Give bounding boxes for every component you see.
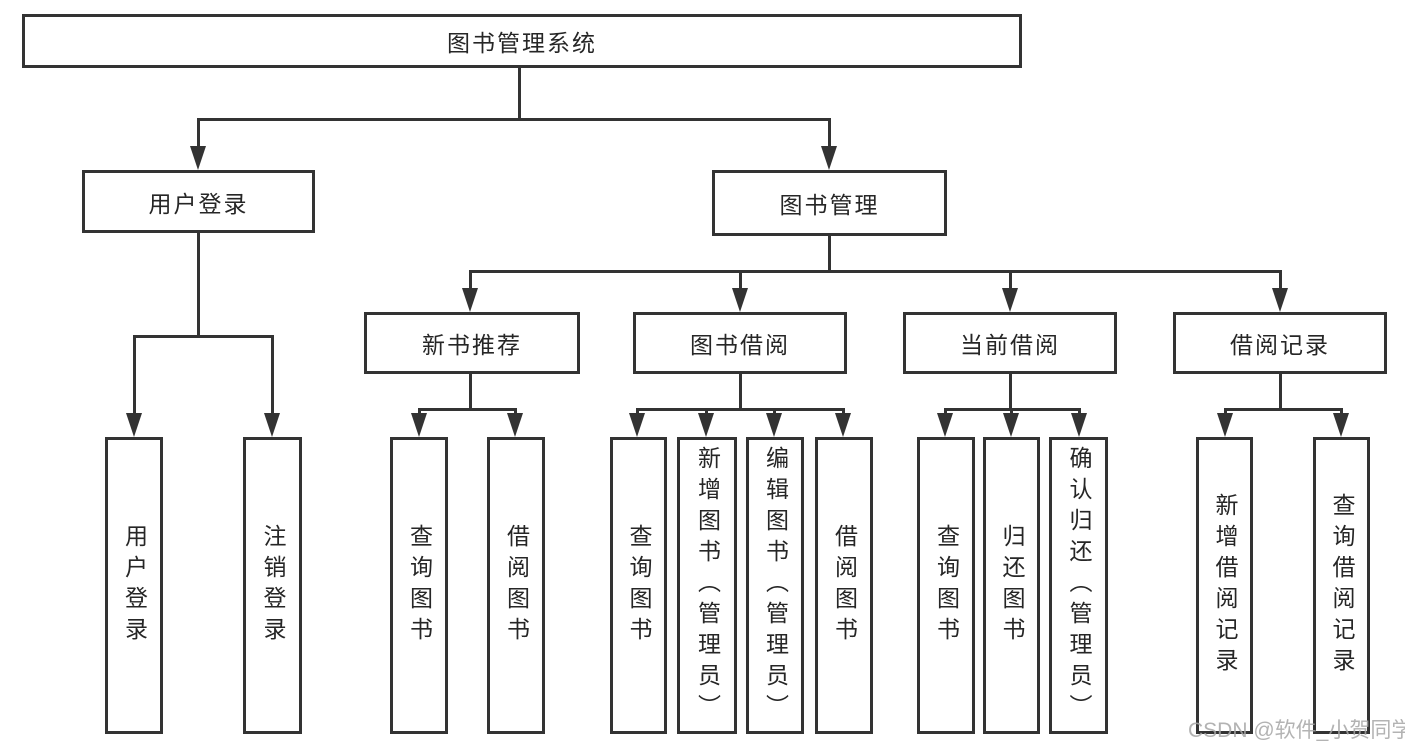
arrow-down-icon bbox=[1272, 288, 1288, 312]
connector-shaft bbox=[133, 335, 136, 415]
connector-shaft bbox=[1010, 408, 1013, 416]
arrow-down-icon bbox=[1217, 413, 1233, 437]
connector-shaft bbox=[739, 270, 742, 290]
leaf-label: 用户登录 bbox=[121, 523, 148, 648]
node-label: 当前借阅 bbox=[960, 332, 1060, 358]
connector-root-stem bbox=[518, 68, 521, 118]
leaf-edit-books-admin: 编辑图书（管理员） bbox=[746, 437, 804, 734]
arrow-down-icon bbox=[629, 413, 645, 437]
arrow-down-icon bbox=[698, 413, 714, 437]
leaf-add-books-admin: 新增图书（管理员） bbox=[677, 437, 737, 734]
arrow-down-icon bbox=[1002, 288, 1018, 312]
arrow-down-icon bbox=[732, 288, 748, 312]
arrow-down-icon bbox=[937, 413, 953, 437]
connector-shaft bbox=[1009, 270, 1012, 290]
leaf-label: 编辑图书（管理员） bbox=[762, 446, 789, 725]
connector-shaft bbox=[773, 408, 776, 416]
leaf-label: 确认归还（管理员） bbox=[1066, 446, 1092, 725]
arrow-down-icon bbox=[835, 413, 851, 437]
leaf-label: 新增借阅记录 bbox=[1212, 492, 1238, 679]
connector-shaft bbox=[418, 408, 421, 416]
arrow-down-icon bbox=[507, 413, 523, 437]
connector-shaft bbox=[271, 335, 274, 415]
node-label: 图书管理系统 bbox=[447, 30, 597, 56]
node-label: 新书推荐 bbox=[422, 332, 522, 358]
connector-shaft bbox=[1078, 408, 1081, 416]
connector-shaft bbox=[1340, 408, 1343, 416]
connector-shaft bbox=[842, 408, 845, 416]
connector-recommend-branch bbox=[418, 408, 517, 411]
arrow-down-icon bbox=[126, 413, 142, 437]
leaf-query-books-recommend: 查询图书 bbox=[390, 437, 448, 734]
arrow-down-icon bbox=[190, 146, 206, 170]
leaf-query-books-current: 查询图书 bbox=[917, 437, 975, 734]
arrow-down-icon bbox=[1071, 413, 1087, 437]
leaf-label: 归还图书 bbox=[999, 523, 1025, 648]
arrow-down-icon bbox=[766, 413, 782, 437]
node-current-borrow: 当前借阅 bbox=[903, 312, 1117, 374]
node-user-login: 用户登录 bbox=[82, 170, 315, 233]
leaf-query-borrow-record: 查询借阅记录 bbox=[1313, 437, 1370, 734]
node-book-management: 图书管理 bbox=[712, 170, 947, 236]
connector-records-stem bbox=[1279, 374, 1282, 410]
connector-current-stem bbox=[1009, 374, 1012, 410]
connector-borrow-stem bbox=[739, 374, 742, 410]
arrow-down-icon bbox=[264, 413, 280, 437]
connector-shaft bbox=[197, 118, 200, 150]
connector-shaft bbox=[828, 118, 831, 150]
arrow-down-icon bbox=[821, 146, 837, 170]
connector-user-login-stem bbox=[197, 233, 200, 335]
node-label: 图书借阅 bbox=[690, 332, 790, 358]
leaf-borrow-books-recommend: 借阅图书 bbox=[487, 437, 545, 734]
leaf-label: 查询图书 bbox=[933, 523, 960, 648]
connector-shaft bbox=[514, 408, 517, 416]
node-label: 借阅记录 bbox=[1230, 332, 1330, 358]
node-library-management-system: 图书管理系统 bbox=[22, 14, 1022, 68]
leaf-add-borrow-record: 新增借阅记录 bbox=[1196, 437, 1253, 734]
arrow-down-icon bbox=[1003, 413, 1019, 437]
arrow-down-icon bbox=[462, 288, 478, 312]
connector-shaft bbox=[944, 408, 947, 416]
arrow-down-icon bbox=[411, 413, 427, 437]
leaf-label: 查询图书 bbox=[406, 523, 433, 648]
leaf-label: 新增图书（管理员） bbox=[694, 446, 721, 725]
node-book-borrow: 图书借阅 bbox=[633, 312, 847, 374]
connector-shaft bbox=[636, 408, 639, 416]
leaf-user-login: 用户登录 bbox=[105, 437, 163, 734]
leaf-logout: 注销登录 bbox=[243, 437, 302, 734]
leaf-label: 借阅图书 bbox=[831, 523, 858, 648]
csdn-watermark: CSDN @软件_小贺同学 bbox=[1188, 719, 1405, 742]
leaf-label: 借阅图书 bbox=[503, 523, 530, 648]
connector-shaft bbox=[705, 408, 708, 416]
leaf-return-books: 归还图书 bbox=[983, 437, 1040, 734]
connector-recommend-stem bbox=[469, 374, 472, 410]
connector-shaft bbox=[1224, 408, 1227, 416]
connector-root-branch bbox=[197, 118, 831, 121]
connector-borrow-branch bbox=[636, 408, 844, 411]
node-new-book-recommend: 新书推荐 bbox=[364, 312, 580, 374]
node-label: 图书管理 bbox=[779, 192, 880, 218]
connector-shaft bbox=[1279, 270, 1282, 290]
leaf-label: 查询借阅记录 bbox=[1329, 492, 1355, 679]
connector-book-mgmt-branch bbox=[469, 270, 1281, 273]
connector-records-branch bbox=[1224, 408, 1342, 411]
node-borrow-records: 借阅记录 bbox=[1173, 312, 1387, 374]
leaf-label: 查询图书 bbox=[626, 523, 652, 648]
leaf-label: 注销登录 bbox=[260, 523, 286, 648]
connector-user-login-branch bbox=[133, 335, 272, 338]
leaf-borrow-books: 借阅图书 bbox=[815, 437, 873, 734]
leaf-confirm-return-admin: 确认归还（管理员） bbox=[1049, 437, 1108, 734]
node-label: 用户登录 bbox=[148, 190, 249, 217]
leaf-query-books-borrow: 查询图书 bbox=[610, 437, 667, 734]
connector-shaft bbox=[469, 270, 472, 290]
arrow-down-icon bbox=[1333, 413, 1349, 437]
connector-book-mgmt-stem bbox=[828, 236, 831, 272]
